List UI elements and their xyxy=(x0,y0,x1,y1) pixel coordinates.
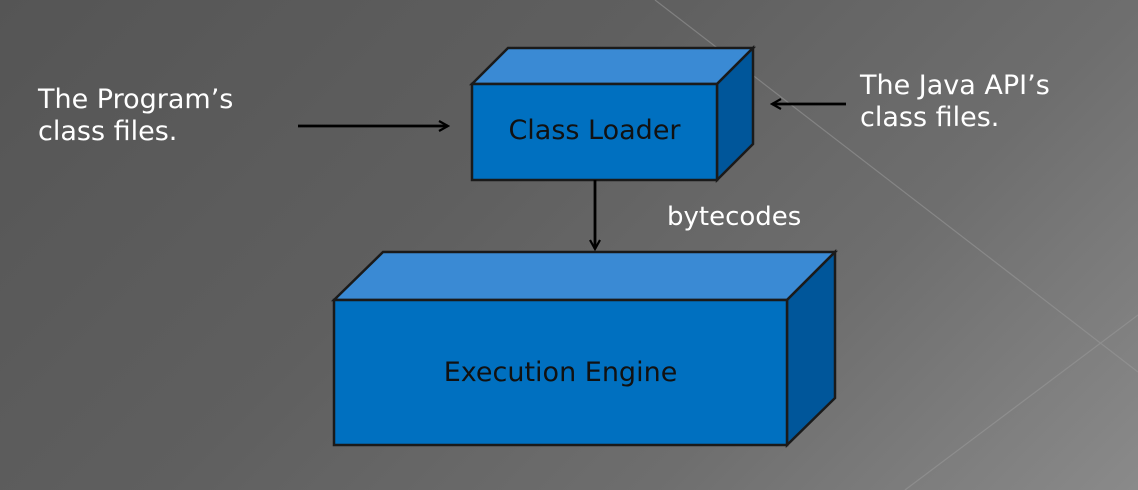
class-loader-label: Class Loader xyxy=(508,115,681,146)
execution-engine-box xyxy=(330,248,839,448)
java-api-class-files-label: The Java API’s class files. xyxy=(860,70,1050,134)
class-loader-box xyxy=(468,44,757,184)
execution-engine-box-front xyxy=(332,298,789,447)
bytecodes-label: bytecodes xyxy=(667,202,802,232)
program-class-files-label: The Program’s class files. xyxy=(38,84,233,148)
java-api-label-line-2: class files. xyxy=(860,101,1000,133)
execution-engine-box-top xyxy=(330,250,839,302)
class-loader-box-top xyxy=(468,46,757,86)
program-label-line-1: The Program’s xyxy=(38,84,234,115)
java-api-label-line-1: The Java API’s xyxy=(860,70,1050,101)
class-loader-box-front xyxy=(470,82,719,182)
execution-engine-label: Execution Engine xyxy=(443,357,678,388)
program-label-line-2: class files. xyxy=(38,115,178,147)
